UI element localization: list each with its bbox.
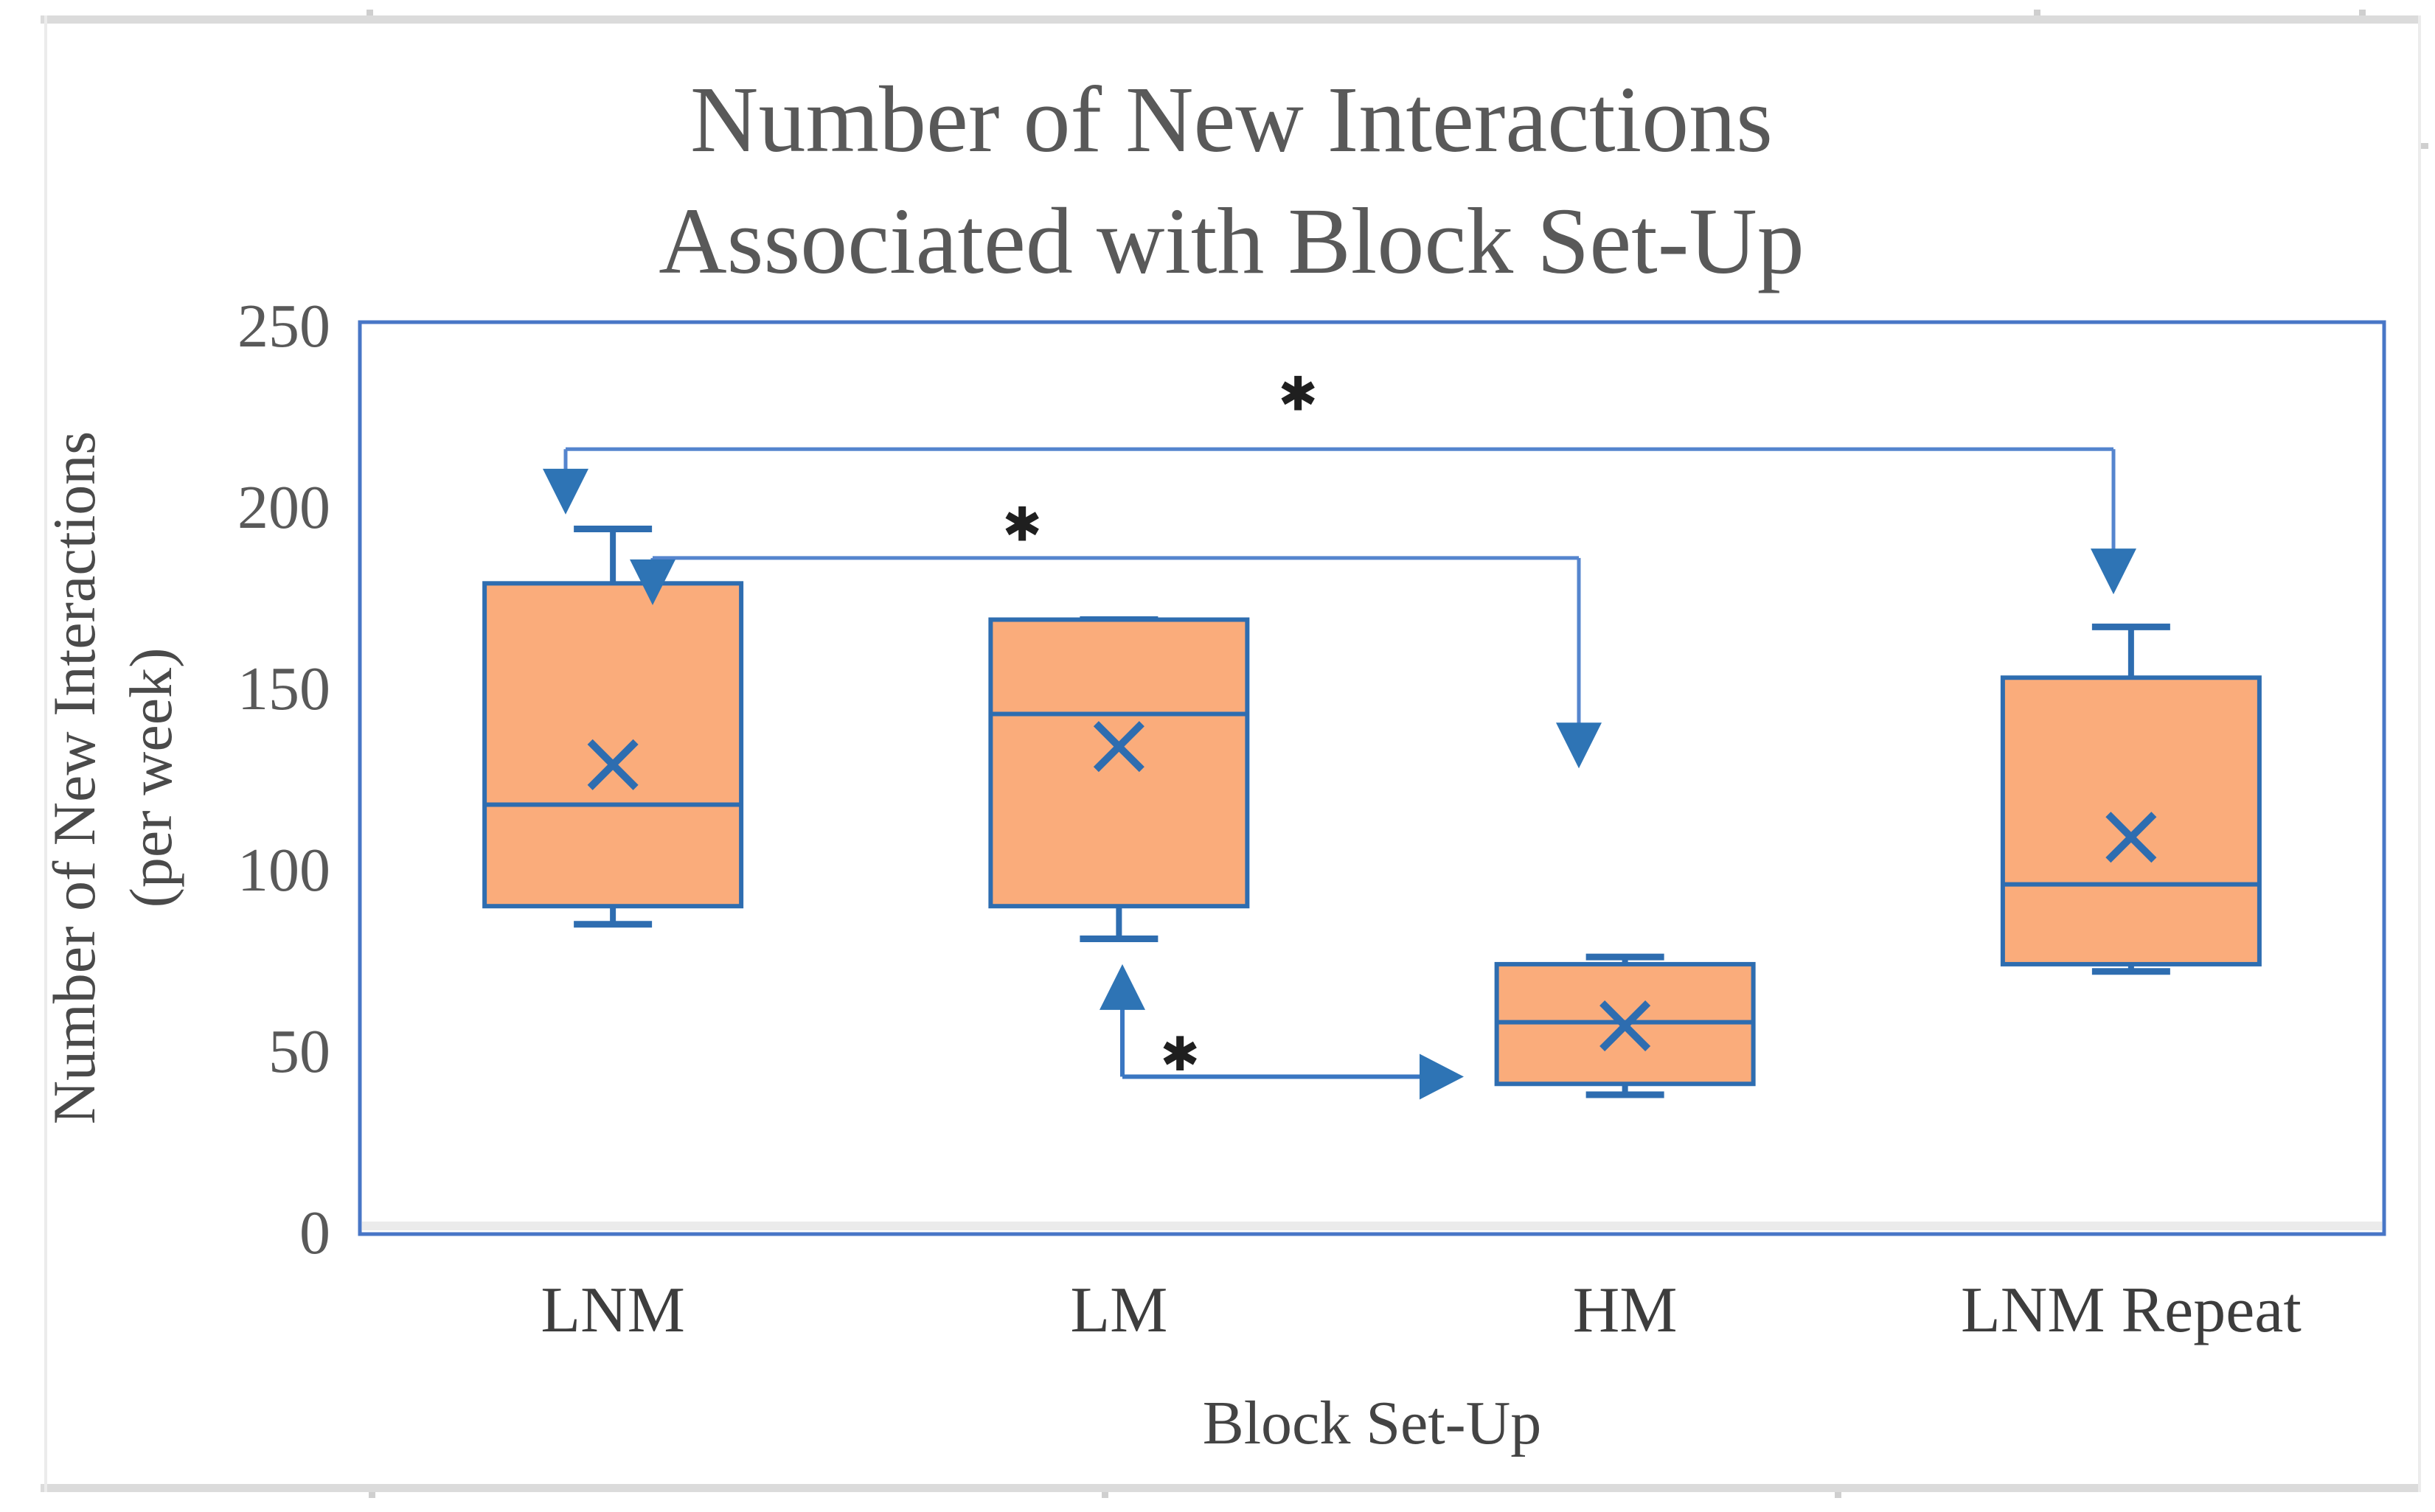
y-axis-title-line1: Number of New Interactions	[41, 431, 108, 1124]
chart-title-line1: Number of New Interactions	[690, 67, 1773, 172]
frame-tick-right	[2421, 143, 2428, 149]
y-tick-label-0: 0	[299, 1199, 330, 1267]
frame-tick-bottom-1	[1102, 1492, 1108, 1498]
y-tick-label-100: 100	[237, 836, 330, 905]
x-axis-line	[362, 1222, 2382, 1230]
boxplot-lnm	[482, 526, 744, 928]
mean-x-marker	[587, 739, 639, 790]
x-tick-label-lm: LM	[1070, 1275, 1167, 1346]
sig-arrowhead-down	[2091, 548, 2136, 595]
frame-tick-bottom-2	[1835, 1492, 1841, 1498]
boxplot-lnm-repeat	[2000, 623, 2262, 975]
x-tick-label-lnm: LNM	[541, 1275, 685, 1346]
mean-x-marker	[1599, 1000, 1651, 1052]
sig-arrowhead-down	[543, 468, 588, 515]
frame-tick-bottom-0	[369, 1492, 375, 1498]
frame-top-band	[41, 15, 2420, 24]
significance-asterisk-1: ✱	[1002, 498, 1042, 553]
significance-asterisk-0: ✱	[1278, 367, 1318, 422]
sig-arrowhead-down	[630, 559, 675, 605]
mean-x-marker	[2105, 812, 2157, 863]
sig-arrowhead-right	[1420, 1053, 1464, 1100]
mean-x-marker	[1093, 721, 1144, 773]
box-iqr	[2000, 675, 2262, 966]
sig-arrowhead-up	[1100, 964, 1145, 1010]
frame-tick-top-2	[2359, 10, 2366, 15]
sig-arrowhead-down	[1556, 722, 1602, 769]
y-tick-label-200: 200	[237, 473, 330, 542]
frame-right-line	[2418, 15, 2421, 1492]
significance-asterisk-2: ✱	[1160, 1028, 1200, 1082]
frame-left-line	[44, 15, 47, 1492]
frame-tick-top-1	[2034, 10, 2040, 15]
frame-tick-top-0	[367, 10, 373, 15]
y-tick-label-150: 150	[237, 655, 330, 723]
chart-title-line2: Associated with Block Set-Up	[659, 189, 1804, 293]
box-iqr	[988, 617, 1250, 909]
box-iqr	[482, 581, 744, 909]
y-tick-label-50: 50	[268, 1017, 330, 1086]
frame-bottom-band	[41, 1484, 2420, 1492]
y-tick-label-250: 250	[237, 292, 330, 360]
y-axis-title-line2: (per week)	[117, 648, 184, 908]
x-tick-label-hm: HM	[1573, 1275, 1678, 1346]
x-axis-title: Block Set-Up	[1203, 1389, 1542, 1457]
boxplot-hm	[1494, 953, 1756, 1098]
boxplot-lm	[988, 616, 1250, 942]
x-tick-label-lnm-repeat: LNM Repeat	[1961, 1275, 2302, 1346]
